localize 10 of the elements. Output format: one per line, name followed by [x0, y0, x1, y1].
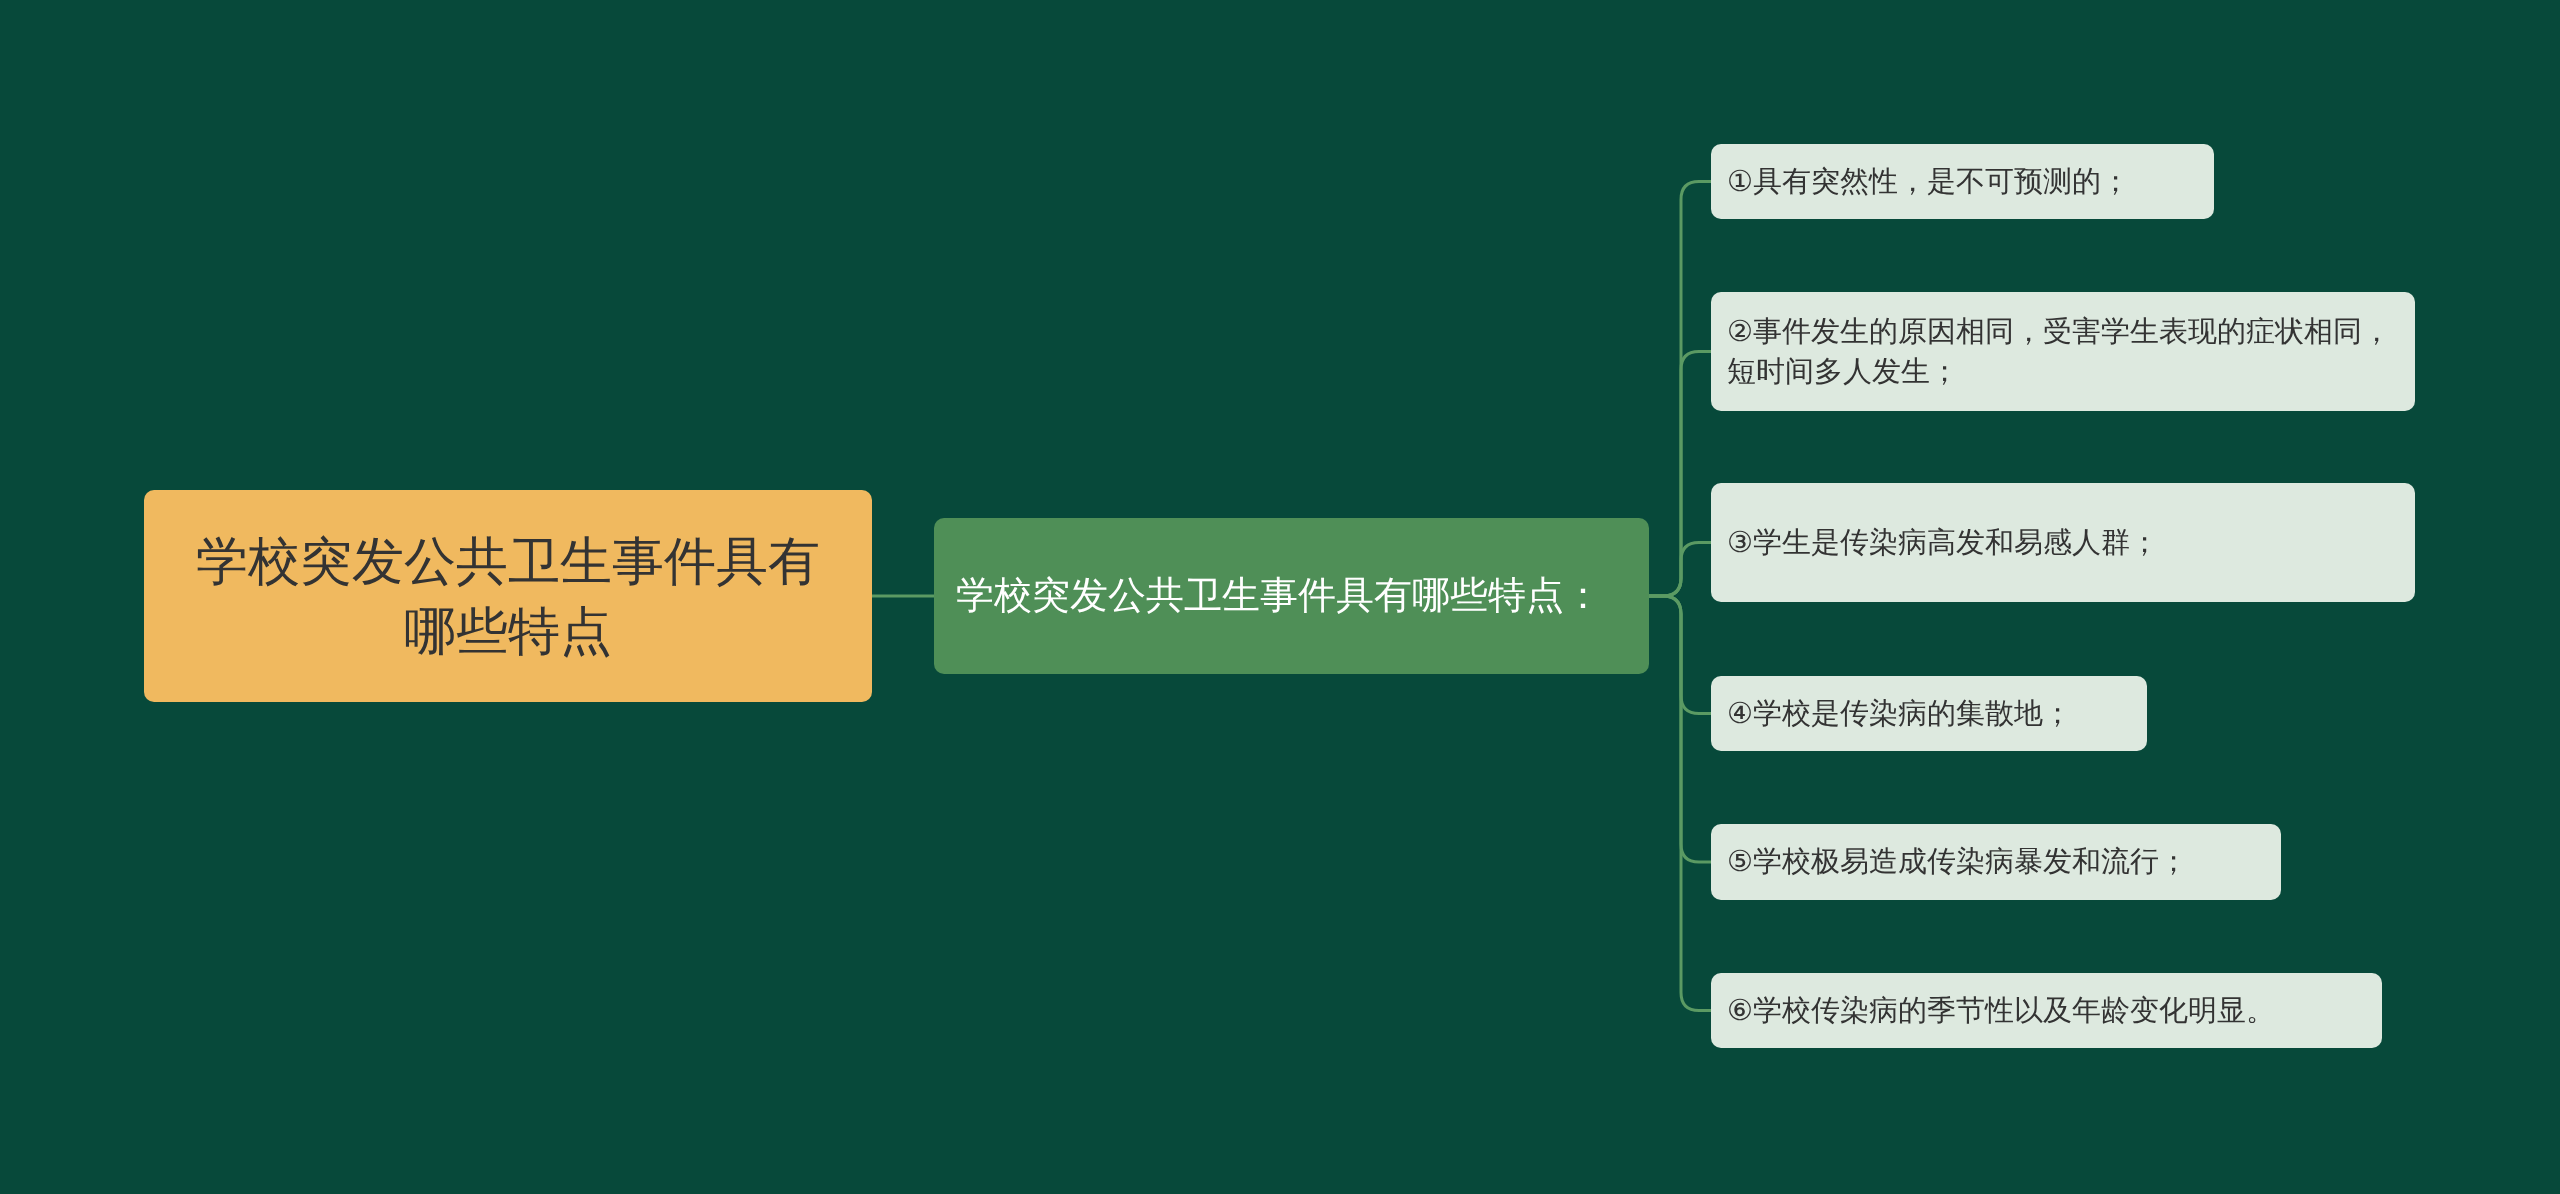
connector-line: [1649, 594, 1711, 1012]
connector-line: [872, 594, 934, 598]
item-box: ⑥学校传染病的季节性以及年龄变化明显。: [1711, 973, 2382, 1048]
topic-box: 学校突发公共卫生事件具有哪些特点: [144, 490, 872, 702]
subtopic-box: 学校突发公共卫生事件具有哪些特点：: [934, 518, 1649, 674]
item-box: ②事件发生的原因相同，受害学生表现的症状相同，短时间多人发生；: [1711, 292, 2415, 411]
item-box: ①具有突然性，是不可预测的；: [1711, 144, 2214, 219]
item-box: ④学校是传染病的集散地；: [1711, 676, 2147, 751]
item-box: ⑤学校极易造成传染病暴发和流行；: [1711, 824, 2281, 900]
item-box: ③学生是传染病高发和易感人群；: [1711, 483, 2415, 602]
